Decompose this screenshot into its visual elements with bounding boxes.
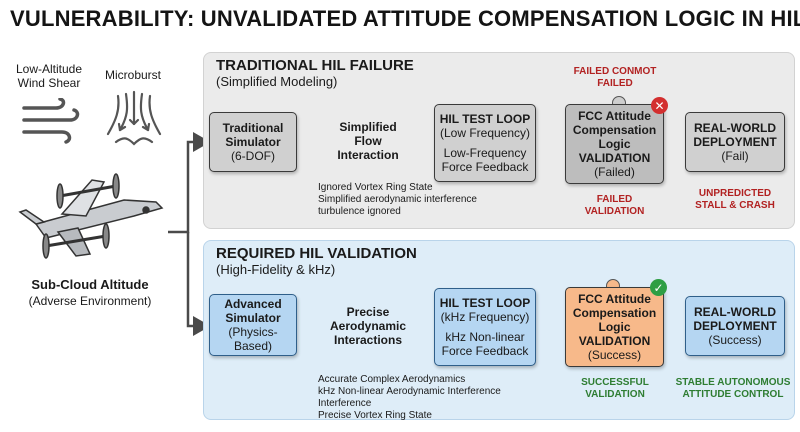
required-fcc-box: FCC Attitude Compensation Logic VALIDATI… bbox=[565, 287, 664, 367]
drone-icon bbox=[18, 173, 164, 259]
microburst-icon bbox=[106, 90, 162, 146]
wind-shear-label: Low-Altitude Wind Shear bbox=[15, 62, 83, 90]
microburst-label: Microburst bbox=[104, 68, 161, 82]
traditional-title: TRADITIONAL HIL FAILURE bbox=[216, 57, 414, 74]
traditional-subtitle: (Simplified Modeling) bbox=[216, 74, 338, 89]
failed-validation-label: FAILED VALIDATION bbox=[584, 194, 645, 217]
success-check-icon: ✓ bbox=[650, 279, 667, 296]
required-notes: Accurate Complex Aerodynamics kHz Non-li… bbox=[318, 374, 501, 421]
crash-outcome-label: UNPREDICTED STALL & CRASH bbox=[695, 188, 775, 211]
required-subtitle: (High-Fidelity & kHz) bbox=[216, 262, 336, 277]
stable-outcome-label: STABLE AUTONOMOUS ATTITUDE CONTROL bbox=[675, 377, 791, 400]
fail-x-icon: ✕ bbox=[651, 97, 668, 114]
required-title: REQUIRED HIL VALIDATION bbox=[216, 245, 417, 262]
traditional-simulator-box: Traditional Simulator (6-DOF) bbox=[209, 112, 297, 172]
successful-validation-label: SUCCESSFUL VALIDATION bbox=[581, 377, 649, 400]
altitude-block: Sub-Cloud Altitude (Adverse Environment) bbox=[28, 277, 152, 308]
advanced-simulator-box: Advanced Simulator (Physics-Based) bbox=[209, 294, 297, 356]
wind-icon bbox=[22, 98, 80, 144]
required-hil-loop-box: HIL TEST LOOP (kHz Frequency) kHz Non-li… bbox=[434, 288, 536, 366]
traditional-notes: Ignored Vortex Ring State Simplified aer… bbox=[318, 182, 477, 217]
required-deployment-box: REAL-WORLD DEPLOYMENT (Success) bbox=[685, 296, 785, 356]
simplified-flow-label: Simplified Flow Interaction bbox=[337, 120, 399, 162]
page-title: VULNERABILITY: UNVALIDATED ATTITUDE COMP… bbox=[10, 6, 800, 31]
traditional-deployment-box: REAL-WORLD DEPLOYMENT (Fail) bbox=[685, 112, 785, 172]
precise-aero-label: Precise Aerodynamic Interactions bbox=[329, 305, 407, 347]
traditional-fcc-box: FCC Attitude Compensation Logic VALIDATI… bbox=[565, 104, 664, 184]
failed-status-top: FAILED CONMOT FAILED bbox=[573, 66, 657, 89]
traditional-hil-loop-box: HIL TEST LOOP (Low Frequency) Low-Freque… bbox=[434, 104, 536, 182]
